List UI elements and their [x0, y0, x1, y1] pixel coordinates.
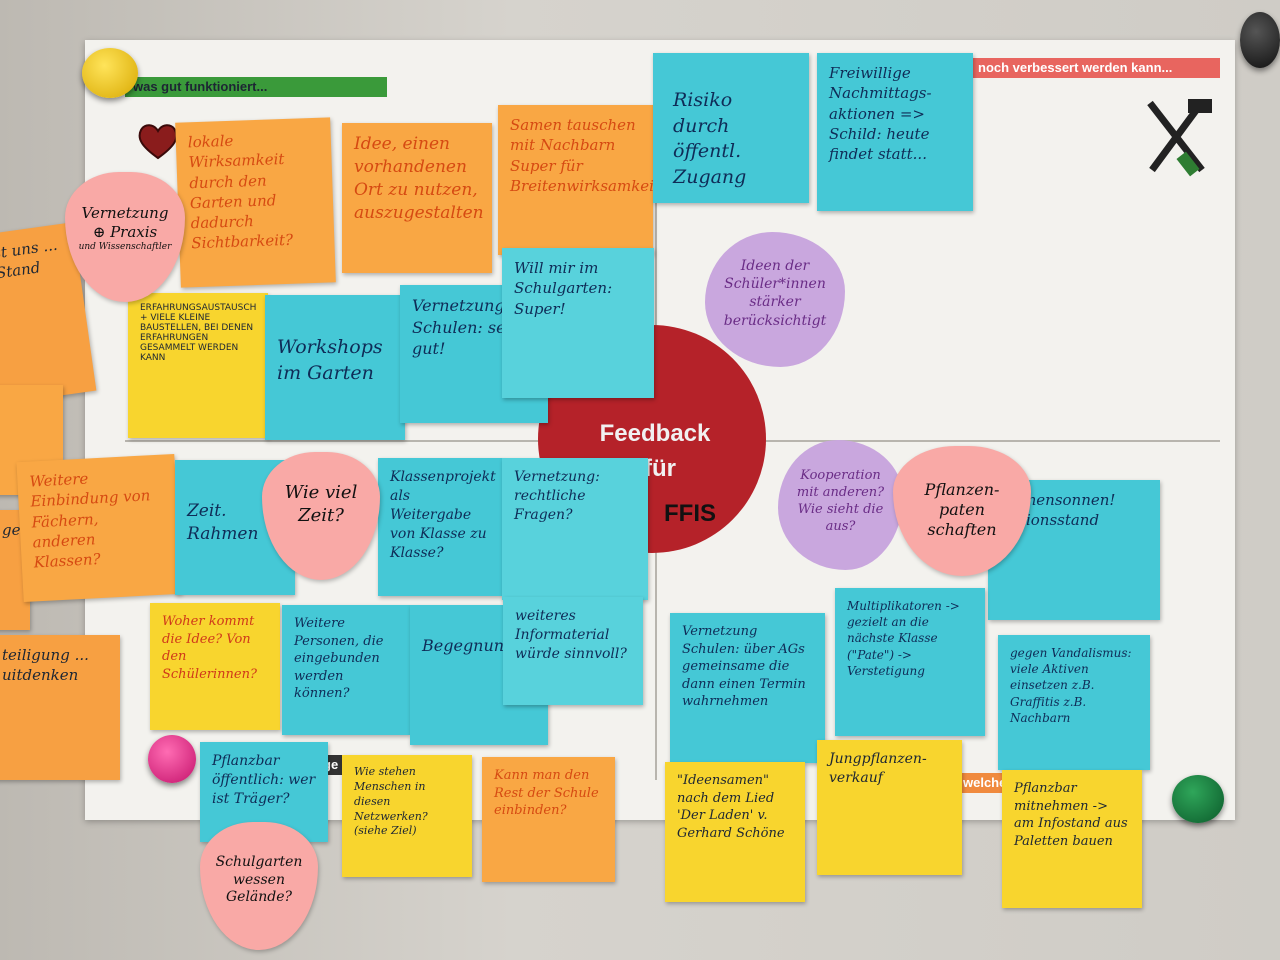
- note-samen: Samen tauschen mit Nachbarn Super für Br…: [498, 105, 653, 255]
- tools-icon: [1147, 99, 1212, 177]
- note-weiteres-info: weiteres Informaterial würde sinnvoll?: [503, 597, 643, 705]
- note-jungpflanzen: Jungpflanzen-verkauf: [817, 740, 962, 875]
- note-will-mir: Will mir im Schulgarten: Super!: [502, 248, 654, 398]
- note-left-edge-3: teiligung ... uitdenken: [0, 635, 120, 780]
- strawberry-wie-viel-zeit: Wie viel Zeit?: [262, 452, 380, 580]
- note-idee: Idee, einen vorhandenen Ort zu nutzen, a…: [342, 123, 492, 273]
- circle-title: Feedback: [599, 420, 711, 447]
- strawberry-vernetzung-line2: ⊕ Praxis: [92, 222, 158, 241]
- circle-subtitle: für: [644, 455, 676, 482]
- note-weitere-personen: Weitere Personen, die eingebunden werden…: [282, 605, 410, 735]
- note-vandalismus: gegen Vandalismus: viele Aktiven einsetz…: [998, 635, 1150, 770]
- note-freiwillige: Freiwillige Nachmittags-aktionen => Schi…: [817, 53, 973, 211]
- strawberry-pflanzenpatenschaften: Pflanzen-paten schaften: [893, 446, 1031, 576]
- magnet-green: [1172, 775, 1224, 823]
- magnet-pink: [148, 735, 196, 783]
- strawberry-vernetzung: Vernetzung ⊕ Praxis und Wissenschaftler: [65, 172, 185, 302]
- note-lokale: lokale Wirksamkeit durch den Garten und …: [175, 117, 336, 288]
- note-kann-man: Kann man den Rest der Schule einbinden?: [482, 757, 615, 882]
- note-risiko: Risiko durch öffentl. Zugang: [653, 53, 809, 203]
- banner-bottom-right-label: welche: [963, 775, 1007, 790]
- magnet-yellow: [82, 48, 138, 98]
- note-klassenprojekt: Klassenprojekt als Weitergabe von Klasse…: [378, 458, 503, 596]
- circle-org: FFIS: [664, 500, 716, 527]
- note-erfahrung: ERFAHRUNGSAUSTAUSCH + VIELE KLEINE BAUST…: [128, 293, 268, 438]
- banner-improve: noch verbessert werden kann...: [970, 58, 1220, 78]
- heart-icon: [138, 124, 178, 160]
- strawberry-schulgarten: Schulgarten wessen Gelände?: [200, 822, 318, 950]
- flower-ideen: Ideen der Schüler*innen stärker berücksi…: [705, 232, 845, 367]
- note-vernetzung-rechtliche: Vernetzung: rechtliche Fragen?: [502, 458, 648, 600]
- strawberry-vernetzung-line3: und Wissenschaftler: [78, 241, 172, 252]
- note-woher: Woher kommt die Idee? Von den Schülerinn…: [150, 603, 280, 730]
- strawberry-vernetzung-title: Vernetzung: [81, 204, 169, 222]
- flower-kooperation: Kooperation mit anderen? Wie sieht die a…: [778, 440, 903, 570]
- note-weitere: Weitere Einbindung von Fächern, anderen …: [16, 453, 182, 603]
- banner-good: was gut funktioniert...: [125, 77, 387, 97]
- note-vernetzung-ag: Vernetzung Schulen: über AGs gemeinsame …: [670, 613, 825, 763]
- note-multiplikatoren: Multiplikatoren -> gezielt an die nächst…: [835, 588, 985, 736]
- banner-good-label: was gut funktioniert...: [133, 79, 268, 94]
- note-ideensamen: "Ideensamen" nach dem Lied 'Der Laden' v…: [665, 762, 805, 902]
- note-workshops: Workshops im Garten: [265, 295, 405, 440]
- banner-improve-label: noch verbessert werden kann...: [978, 60, 1173, 75]
- note-pflanzbar-mitnehmen: Pflanzbar mitnehmen -> am Infostand aus …: [1002, 770, 1142, 908]
- note-wie-stehen: Wie stehen Menschen in diesen Netzwerken…: [342, 755, 472, 877]
- magnet-black: [1240, 12, 1280, 68]
